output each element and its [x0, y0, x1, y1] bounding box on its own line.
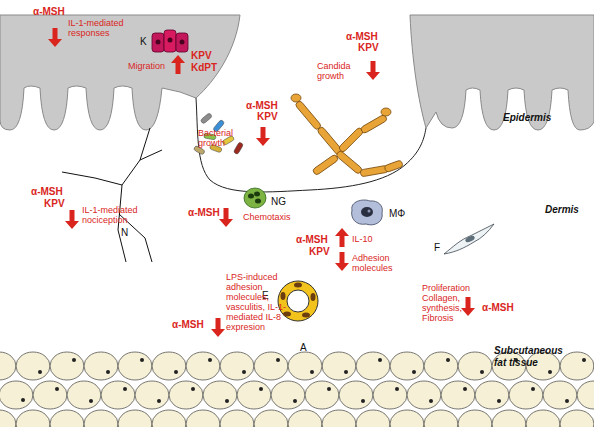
- agent-name: α-MSH: [31, 186, 63, 197]
- agent-name: KPV: [309, 246, 330, 257]
- layer-name: Subcutaneous fat tissue: [494, 345, 570, 369]
- agent-name: α-MSH: [33, 6, 65, 17]
- agent-name: α-MSH: [188, 207, 220, 218]
- layer-name: Epidermis: [503, 112, 551, 124]
- effect-text: IL-10: [352, 234, 373, 244]
- agent-name: KPV: [191, 50, 212, 61]
- effect-text: Chemotaxis: [243, 212, 291, 222]
- agent-name: α-MSH: [482, 302, 514, 313]
- effect-text: IL-1-mediated nociception: [82, 205, 144, 225]
- cell-letter: N: [121, 227, 128, 238]
- effect-text: IL-1-mediated responses: [68, 18, 128, 38]
- agent-name: KPV: [358, 42, 379, 53]
- macrophage-cell: MΦ: [348, 198, 410, 228]
- agent-name: α-MSH: [296, 234, 328, 245]
- wound-bed: [196, 98, 426, 192]
- effect-arrows: [48, 28, 475, 337]
- effect-text: Candida growth: [317, 61, 359, 81]
- epidermis-left: [0, 15, 240, 130]
- layer-name: Dermis: [545, 204, 579, 216]
- bacteria: [193, 113, 243, 155]
- effect-text: Bacterial growth: [198, 128, 242, 148]
- cell-letter: K: [140, 36, 147, 47]
- cell-letter: NG: [271, 196, 286, 207]
- agent-name: KdPT: [191, 62, 217, 73]
- keratinocyte-cell: K: [138, 28, 194, 56]
- agent-name: α-MSH: [172, 319, 204, 330]
- cell-letter: A: [300, 342, 307, 353]
- candida-hyphae: [291, 94, 403, 177]
- agent-name: α-MSH: [346, 31, 378, 42]
- adipocyte-cell: A: [286, 342, 324, 382]
- agent-name: α-MSH: [246, 100, 278, 111]
- cell-letter: F: [434, 242, 440, 253]
- effect-text: LPS-induced adhesion molecules, vasculit…: [226, 272, 294, 332]
- effect-text: Proliferation Collagen, synthesis, Fibro…: [422, 283, 482, 323]
- effect-text: Migration: [128, 61, 165, 71]
- effect-text: Adhesion molecules: [352, 253, 396, 273]
- epidermis-right: [410, 15, 594, 130]
- nerve-fiber: [62, 128, 162, 262]
- cell-letter: MΦ: [389, 208, 405, 219]
- agent-name: KPV: [257, 111, 278, 122]
- neutrophil-cell: NG: [243, 186, 289, 212]
- fibroblast-cell: F: [430, 222, 496, 258]
- agent-name: KPV: [44, 198, 65, 209]
